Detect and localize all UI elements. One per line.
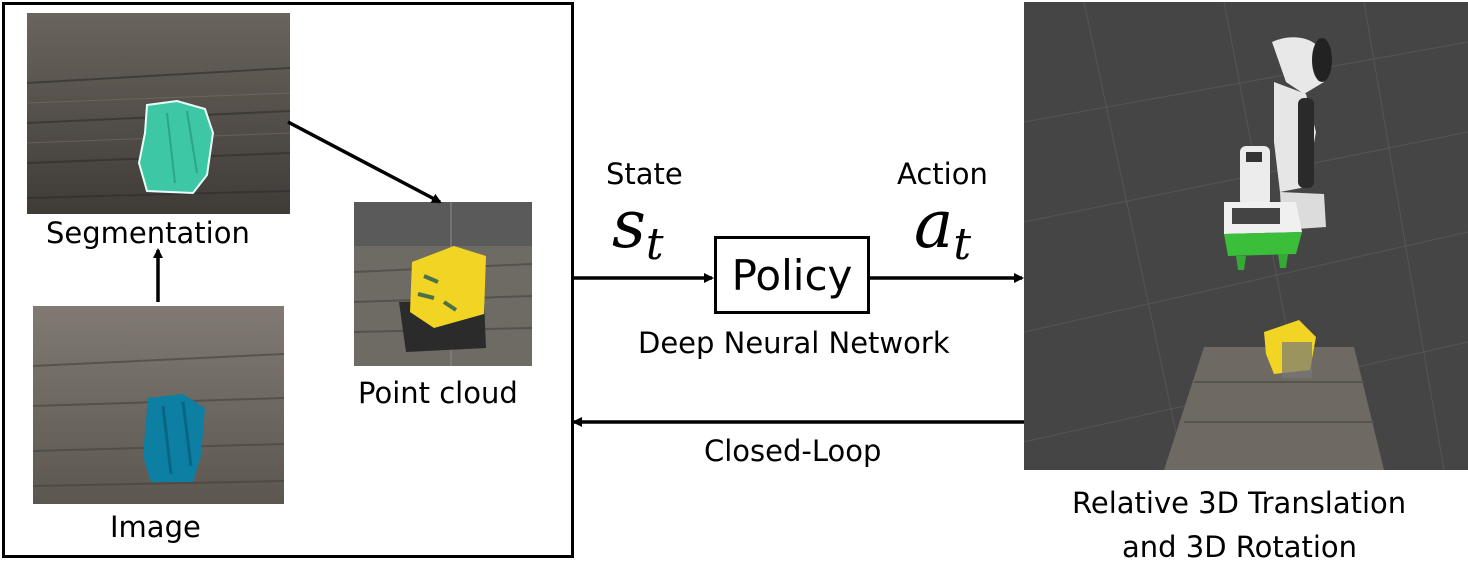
action-label: Action bbox=[897, 157, 988, 191]
simulation-render bbox=[1024, 2, 1468, 470]
network-label: Deep Neural Network bbox=[638, 326, 950, 360]
raw-image bbox=[33, 306, 284, 504]
point-cloud-image bbox=[354, 202, 532, 366]
state-symbol: st bbox=[612, 192, 664, 267]
state-subscript: t bbox=[645, 219, 664, 270]
action-letter: a bbox=[914, 186, 954, 263]
closed-loop-label: Closed-Loop bbox=[704, 434, 882, 468]
segmentation-label: Segmentation bbox=[46, 216, 250, 250]
output-label-line1: Relative 3D Translation bbox=[1072, 486, 1407, 520]
point-cloud-label: Point cloud bbox=[358, 376, 518, 410]
policy-label: Policy bbox=[731, 250, 853, 300]
segmentation-image bbox=[27, 13, 290, 214]
policy-box: Policy bbox=[714, 236, 870, 314]
state-label: State bbox=[606, 157, 683, 191]
image-label: Image bbox=[110, 510, 201, 544]
action-subscript: t bbox=[953, 219, 972, 270]
output-label-line2: and 3D Rotation bbox=[1122, 530, 1358, 564]
state-letter: s bbox=[612, 186, 646, 263]
segmentation-to-pointcloud-arrow bbox=[287, 120, 442, 204]
action-symbol: at bbox=[914, 192, 971, 267]
observation-frame bbox=[2, 2, 574, 558]
